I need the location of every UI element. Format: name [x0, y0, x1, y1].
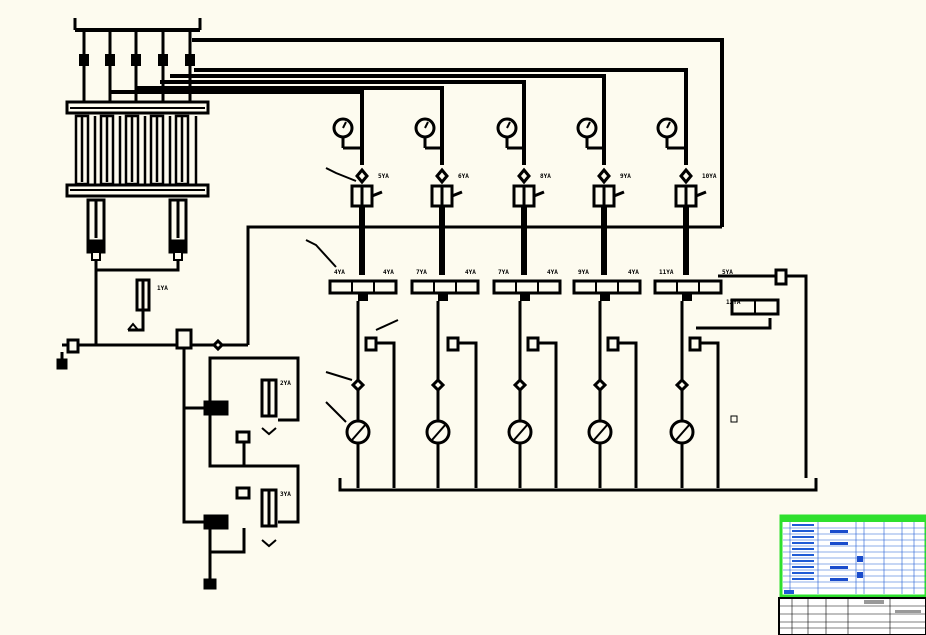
- tag-spool-4-left: 9YA: [578, 269, 589, 276]
- pump-circuit: [56, 260, 300, 590]
- cylinder-bank: [65, 18, 210, 261]
- valve-tags: 5YA 6YA 8YA 9YA 10YA 4YA 4YA 7YA 4YA 7YA…: [157, 173, 741, 498]
- valve-1: [350, 167, 383, 275]
- pressure-gauges: [332, 117, 686, 150]
- valve-2: [430, 167, 463, 275]
- tag-spool-3-right: 4YA: [547, 269, 558, 276]
- tag-valve-5: 10YA: [702, 173, 717, 180]
- tag-spool-1-right: 4YA: [383, 269, 394, 276]
- tag-valve-2: 6YA: [458, 173, 469, 180]
- tag-right-valve: 12YA: [726, 299, 741, 306]
- tag-bottom-valve-2: 3YA: [280, 491, 291, 498]
- pressure-valves: [305, 167, 707, 275]
- valve-5: [674, 167, 707, 275]
- pilot-line: [246, 225, 722, 345]
- valve-3: [512, 167, 545, 275]
- right-relief-valve: [696, 268, 808, 478]
- directional-valves: [328, 279, 723, 301]
- tag-bottom-valve-1: 2YA: [280, 380, 291, 387]
- tag-valve-1: 5YA: [378, 173, 389, 180]
- tag-valve-4: 9YA: [620, 173, 631, 180]
- tag-main-relief: 1YA: [157, 285, 168, 292]
- valve-4: [592, 167, 625, 275]
- tag-spool-2-right: 4YA: [465, 269, 476, 276]
- tag-spool-4-right: 4YA: [628, 269, 639, 276]
- tag-spool-5-left: 11YA: [659, 269, 674, 276]
- motor-branches: [325, 301, 818, 492]
- drawing-title-block: [778, 597, 926, 635]
- title-block: [778, 514, 926, 635]
- tag-spool-3-left: 7YA: [498, 269, 509, 276]
- tag-spool-1-left: 4YA: [334, 269, 345, 276]
- tag-spool-2-left: 7YA: [416, 269, 427, 276]
- tag-spool-5-right: 5YA: [722, 269, 733, 276]
- tag-valve-3: 8YA: [540, 173, 551, 180]
